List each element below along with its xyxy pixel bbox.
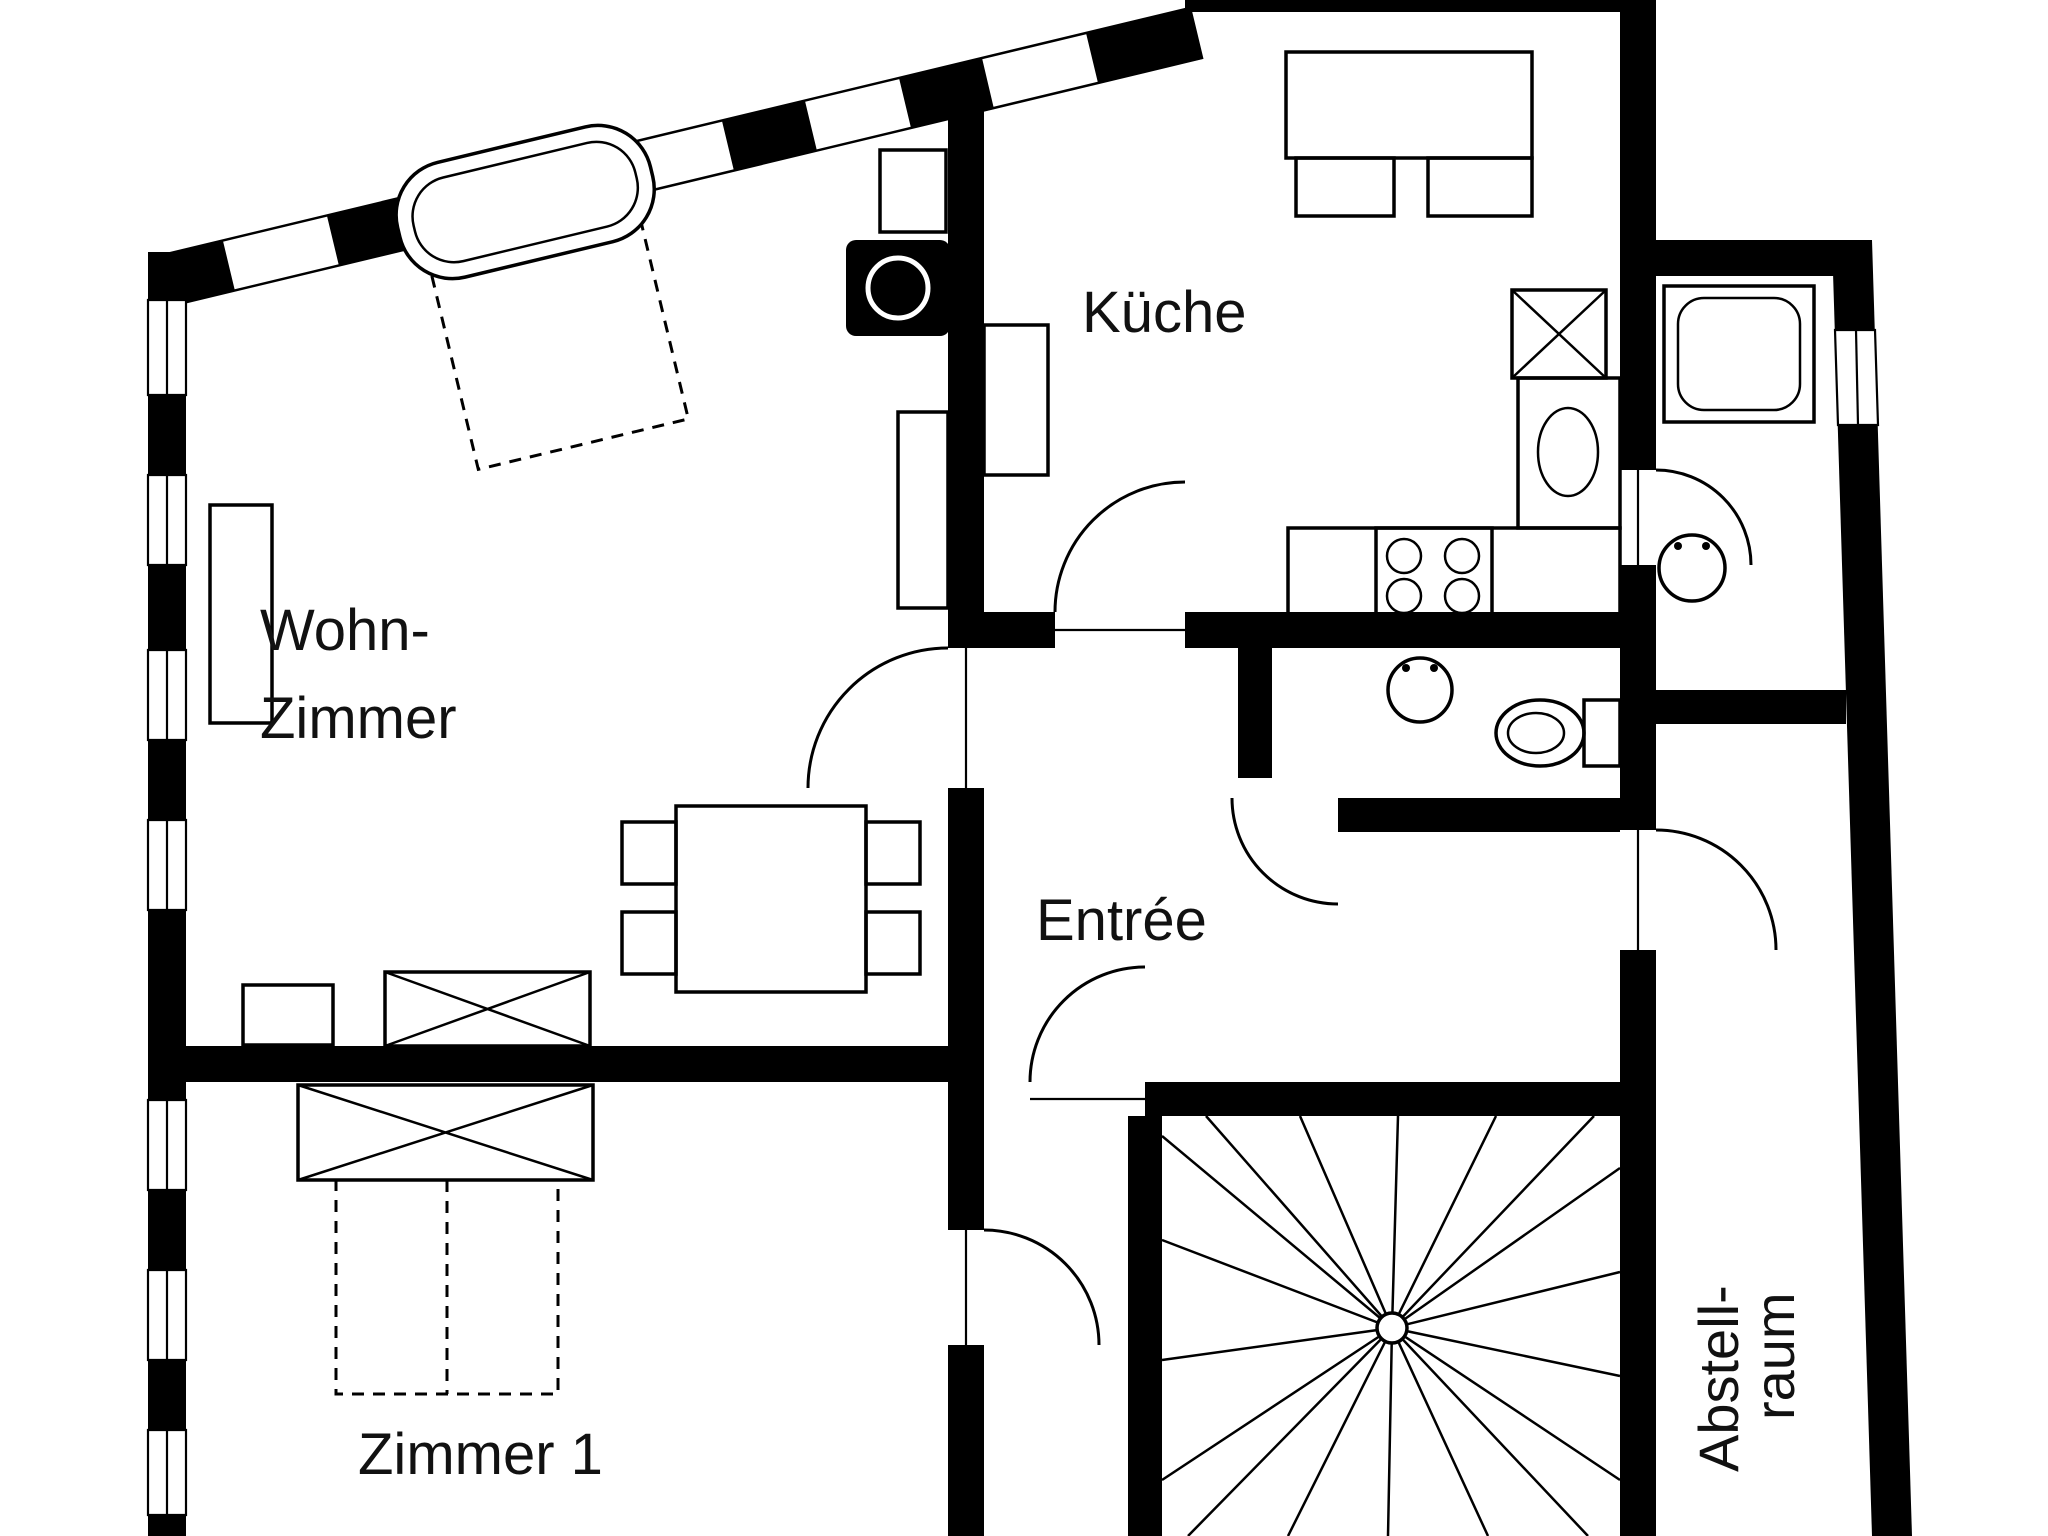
kueche-fixtures: [982, 50, 1622, 626]
chair: [620, 910, 678, 976]
door-kueche-arc: [1053, 480, 1186, 613]
washbasin-bad-tap: [1674, 542, 1682, 550]
fridge-unit: [1284, 50, 1534, 160]
sofa-cushion: [411, 140, 640, 264]
bathtub-inner: [1676, 296, 1802, 412]
washbasin-wc-tap: [1430, 664, 1438, 672]
washbasin-bad-tap: [1702, 542, 1710, 550]
wardrobe-x: [297, 1083, 594, 1182]
facade-band-glazing: [148, 6, 1204, 310]
sideboard-left: [208, 503, 274, 725]
burner: [1443, 577, 1481, 615]
walls: [148, 0, 1912, 1536]
washbasin-wc: [1386, 656, 1454, 724]
room-labels: Küche Wohn- Zimmer Entrée Zimmer 1 Abste…: [260, 280, 1806, 1487]
fireplace: [846, 240, 950, 336]
bath-fixtures: [1386, 284, 1816, 768]
shaft-x: [1511, 289, 1607, 379]
dining-set: [620, 804, 922, 994]
washbasin-wc-tap: [1402, 664, 1410, 672]
zimmer1-furniture: [296, 1083, 595, 1396]
door-wohnzimmer-arc: [806, 646, 949, 789]
door-abstellraum-arc: [1655, 828, 1778, 951]
label-abstellraum-line1: Abstell-: [1687, 1285, 1750, 1472]
stove-body: [1374, 526, 1494, 626]
label-abstellraum-line2: raum: [1743, 1292, 1806, 1420]
burner: [1385, 537, 1423, 575]
spiral-staircase: [1161, 1115, 1621, 1536]
wohnzimmer-furniture: [208, 123, 950, 1048]
label-zimmer1: Zimmer 1: [358, 1422, 603, 1487]
windows: [146, 298, 1880, 1517]
wall-right-slanted: [1832, 240, 1912, 1536]
chair: [864, 820, 922, 886]
shaft-crossed-box: [1510, 288, 1608, 380]
toilet-bowl-inner: [1506, 711, 1566, 755]
fireplace-ring: [865, 255, 931, 321]
toilet-tank: [1582, 698, 1622, 768]
dining-table: [674, 804, 868, 994]
diagonal-facade-band: [148, 6, 1204, 310]
stair-tread-lines: [1161, 1115, 1621, 1536]
kitchen-sink: [1536, 406, 1600, 498]
label-wohnzimmer-line1: Wohn-: [260, 598, 430, 663]
door-wc-arc: [1230, 797, 1339, 906]
doors: [806, 468, 1778, 1346]
right-wall-window-mullion: [1854, 329, 1860, 426]
kitchen-counter-right: [1516, 376, 1622, 530]
sideboard-crossed: [383, 970, 592, 1048]
burner: [1443, 537, 1481, 575]
kitchen-appliance-a: [1294, 156, 1396, 218]
label-entree: Entrée: [1036, 888, 1207, 953]
toilet: [1494, 698, 1622, 768]
door-treppe-arc: [1028, 965, 1146, 1083]
bathtub-outer: [1662, 284, 1816, 424]
label-wohnzimmer-line2: Zimmer: [260, 686, 457, 751]
burner: [1385, 577, 1423, 615]
sideboard-crossed-x: [384, 970, 591, 1048]
shelf-at-wall: [896, 410, 950, 610]
door-zimmer1-arc: [983, 1228, 1101, 1346]
cabinet-small: [241, 983, 335, 1047]
stove: [1374, 526, 1494, 626]
sofa: [394, 123, 691, 472]
stair-newel-post: [1375, 1311, 1409, 1345]
kitchen-appliance-b: [1426, 156, 1534, 218]
wardrobe-crossed: [296, 1083, 595, 1182]
chair: [620, 820, 678, 886]
kitchen-counter-left: [982, 323, 1050, 477]
toilet-bowl: [1494, 698, 1586, 768]
chair: [864, 910, 922, 976]
door-bad-arc: [1655, 468, 1753, 566]
sofa-back: [394, 123, 656, 281]
fireplace-flue: [878, 148, 948, 234]
label-kueche: Küche: [1082, 280, 1246, 345]
washbasin-bad: [1657, 533, 1727, 603]
